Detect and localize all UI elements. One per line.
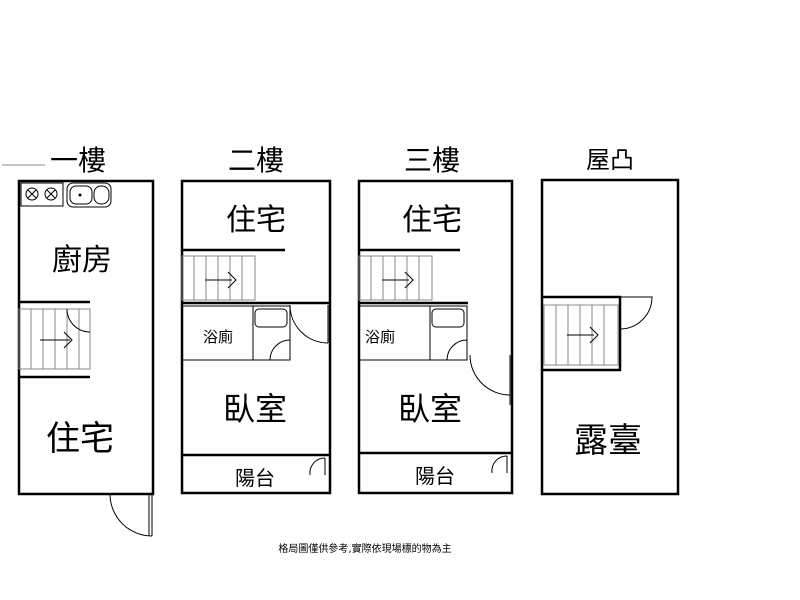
room-label: 住宅 <box>402 203 462 238</box>
stove-icon <box>20 182 64 207</box>
room-label: 露臺 <box>574 421 642 461</box>
roof-floor: 屋凸 露臺 <box>540 146 680 496</box>
room-label: 陽台 <box>235 466 275 490</box>
floor-title: 二樓 <box>228 144 284 177</box>
door-icon[interactable] <box>619 296 653 330</box>
floor-2: 二樓 住宅 浴廁 臥室 陽台 <box>180 144 332 495</box>
door-icon[interactable] <box>289 304 329 344</box>
stairs-icon <box>542 295 622 372</box>
floor-title: 三樓 <box>404 144 460 177</box>
floor-title: 屋凸 <box>586 146 634 174</box>
door-icon[interactable] <box>109 493 153 537</box>
room-label: 住宅 <box>226 203 286 238</box>
room-label: 廚房 <box>52 243 112 278</box>
floor-1: 一樓 廚房 住宅 <box>2 144 155 537</box>
footnote: 格局圖僅供參考,實際依現場標的物為主 <box>278 542 451 555</box>
sink-icon <box>66 182 112 208</box>
stairs-icon <box>18 308 91 370</box>
room-label: 臥室 <box>398 390 462 428</box>
room-label: 浴廁 <box>365 328 395 346</box>
sink-icon <box>431 308 465 328</box>
room-label: 陽台 <box>415 464 455 488</box>
stairs-icon <box>358 255 433 301</box>
sink-icon <box>254 308 288 328</box>
room-label: 住宅 <box>46 419 114 459</box>
door-icon[interactable] <box>469 354 511 405</box>
room-label: 臥室 <box>223 390 287 428</box>
room-label: 浴廁 <box>203 328 233 346</box>
stairs-icon <box>181 255 256 301</box>
floor-title: 一樓 <box>50 144 106 177</box>
floor-3: 三樓 住宅 浴廁 臥室 陽台 <box>357 144 514 495</box>
